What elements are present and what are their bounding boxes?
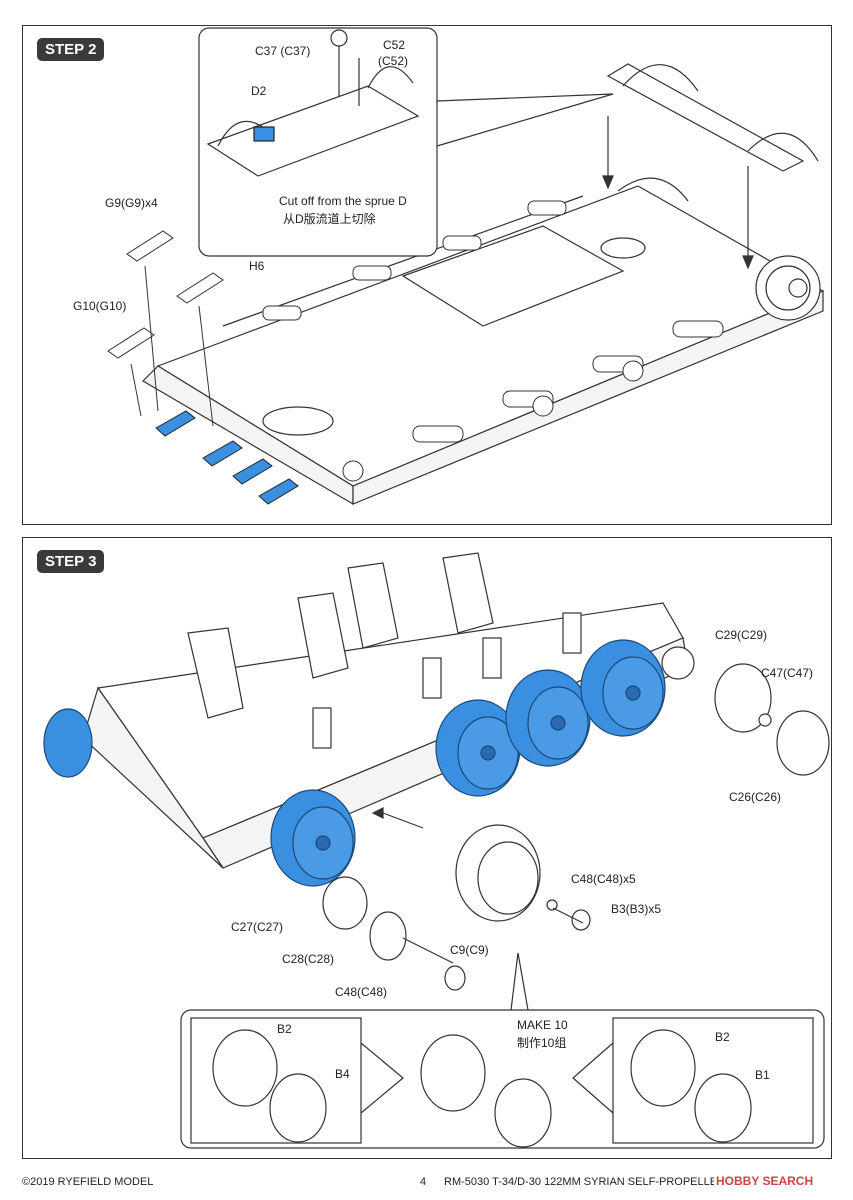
footer-copyright: ©2019 RYEFIELD MODEL bbox=[22, 1176, 154, 1188]
callout-label-c37: C37 (C37) bbox=[255, 44, 311, 58]
callout-label-c52-paren: (C52) bbox=[378, 54, 409, 68]
sub-label-b2-left: B2 bbox=[277, 1022, 292, 1036]
sub-label-b2-right: B2 bbox=[715, 1030, 730, 1044]
step-3-drawing bbox=[43, 552, 830, 1149]
make-10-label: MAKE 10 bbox=[517, 1018, 568, 1032]
footer-page-number: 4 bbox=[420, 1176, 427, 1188]
callout-label-d2: D2 bbox=[251, 84, 267, 98]
part-label-h6: H6 bbox=[249, 259, 265, 273]
part-label-c48: C48(C48) bbox=[335, 985, 388, 999]
part-label-c29: C29(C29) bbox=[715, 628, 768, 642]
step-2-badge: STEP 2 bbox=[37, 38, 105, 61]
part-label-g10: G10(G10) bbox=[73, 299, 127, 313]
make-10-label-cn: 制作10组 bbox=[517, 1036, 567, 1050]
part-label-c27: C27(C27) bbox=[231, 920, 284, 934]
part-label-c47: C47(C47) bbox=[761, 666, 814, 680]
watermark-logo: HOBBY SEARCH bbox=[716, 1174, 814, 1188]
step-2-drawing bbox=[107, 27, 825, 506]
part-label-c28: C28(C28) bbox=[282, 952, 335, 966]
sub-label-b4: B4 bbox=[335, 1067, 350, 1081]
callout-label-c52: C52 bbox=[383, 38, 406, 52]
part-label-c48-x5: C48(C48)x5 bbox=[571, 872, 636, 886]
step-2-panel: STEP 2 bbox=[22, 25, 832, 525]
part-label-c9: C9(C9) bbox=[450, 943, 489, 957]
part-label-b3-x5: B3(B3)x5 bbox=[611, 902, 662, 916]
step-3-panel: STEP 3 bbox=[22, 537, 832, 1159]
sprue-note-cn: 从D版流道上切除 bbox=[283, 212, 376, 226]
sprue-note-en: Cut off from the sprue D bbox=[279, 194, 407, 208]
footer-title: RM-5030 T-34/D-30 122MM SYRIAN SELF-PROP… bbox=[444, 1176, 714, 1188]
part-label-g9: G9(G9)x4 bbox=[105, 196, 158, 210]
sub-label-b1: B1 bbox=[755, 1068, 770, 1082]
step-3-badge: STEP 3 bbox=[37, 550, 105, 573]
part-label-c26: C26(C26) bbox=[729, 790, 782, 804]
